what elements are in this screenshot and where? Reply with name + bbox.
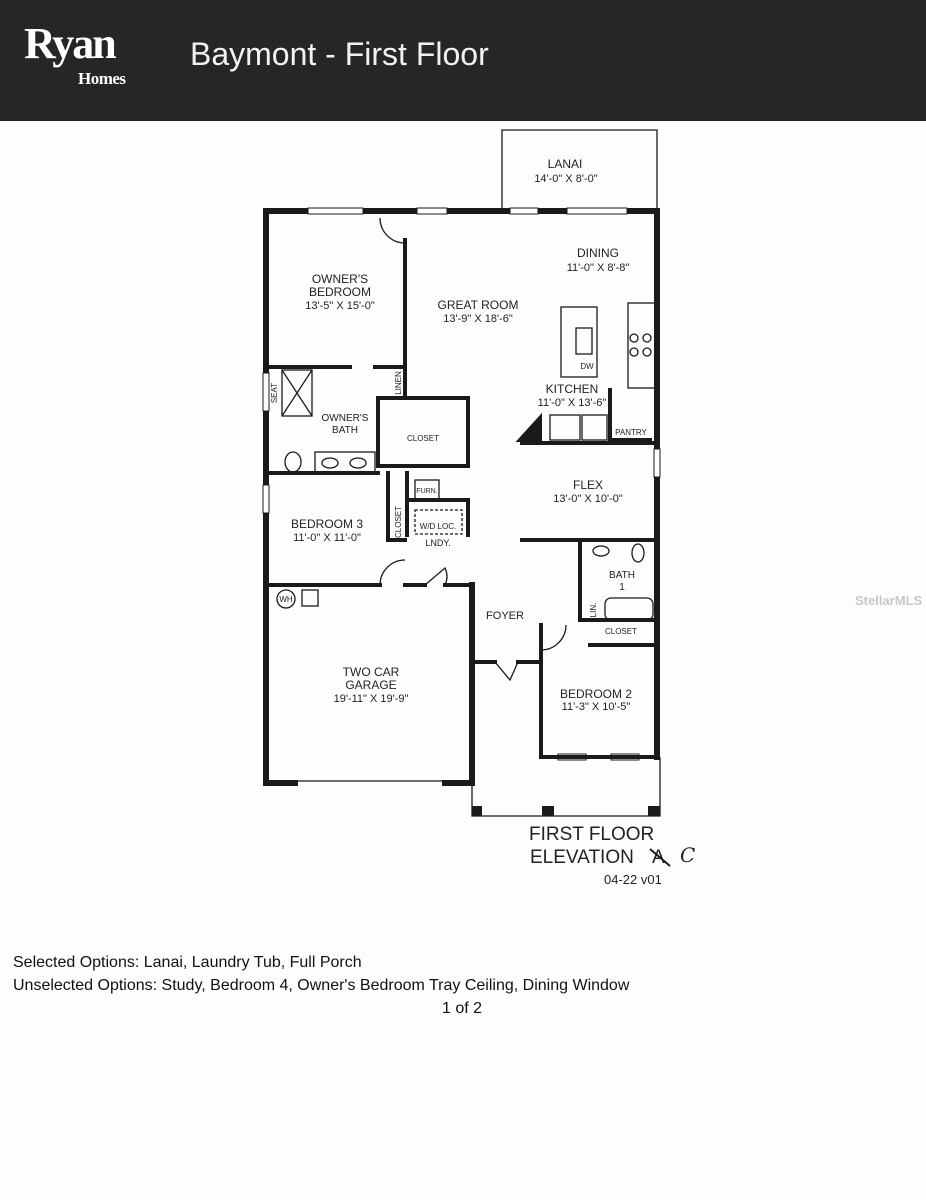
dining-label: DINING <box>577 246 619 260</box>
exterior-wall <box>263 208 660 760</box>
linen-label: LINEN <box>394 371 403 395</box>
linen-closet-label: LIN. <box>589 603 598 618</box>
header-bar: Ryan Homes Baymont - First Floor <box>0 0 926 121</box>
laundry-label: LNDY. <box>425 538 450 548</box>
bedroom2-closet-label: CLOSET <box>605 627 637 636</box>
garage-label: TWO CAR <box>343 665 400 679</box>
owners-bath-label-2: BATH <box>332 425 358 436</box>
bedroom3-label: BEDROOM 3 <box>291 517 363 531</box>
garage-label-2: GARAGE <box>345 678 396 692</box>
pantry-label: PANTRY <box>615 428 647 437</box>
garage-dims: 19'-11" X 19'-9" <box>334 693 409 705</box>
bedroom3-closet-label: CLOSET <box>394 506 403 538</box>
bath1-label: BATH <box>609 570 635 581</box>
lanai-dims: 14'-0" X 8'-0" <box>534 173 597 185</box>
great-room-label: GREAT ROOM <box>438 298 519 312</box>
lanai-outline <box>501 129 658 211</box>
fixtures <box>276 217 656 682</box>
water-heater-label: WH <box>279 595 293 604</box>
lanai-label: LANAI <box>548 157 583 171</box>
plan-version: 04-22 v01 <box>604 872 662 887</box>
strike-mark <box>649 848 671 867</box>
unselected-options: Unselected Options: Study, Bedroom 4, Ow… <box>13 977 630 994</box>
seat-label: SEAT <box>270 383 279 403</box>
brand-logo-subtitle: Homes <box>78 69 126 88</box>
dishwasher-label: DW <box>580 362 594 371</box>
bedroom3-dims: 11'-0" X 11'-0" <box>293 532 361 544</box>
kitchen-dims: 11'-0" X 13'-6" <box>538 397 607 409</box>
great-room-dims: 13'-9" X 18'-6" <box>443 313 513 325</box>
selected-options: Selected Options: Lanai, Laundry Tub, Fu… <box>13 954 362 971</box>
furnace-label: FURN. <box>416 488 437 495</box>
owners-bedroom-label-2: BEDROOM <box>309 285 371 299</box>
page-number: 1 of 2 <box>442 1000 483 1017</box>
porch-posts <box>472 806 660 816</box>
bath1-label-2: 1 <box>619 582 625 593</box>
foyer-label: FOYER <box>486 610 524 622</box>
handwritten-elevation-letter: C <box>680 843 695 867</box>
plan-caption-line2: ELEVATION <box>530 847 634 868</box>
dining-dims: 11'-0" X 8'-8" <box>567 262 630 274</box>
watermark: StellarMLS <box>855 593 923 608</box>
kitchen-label: KITCHEN <box>546 382 599 396</box>
bedroom2-dims: 11'-3" X 10'-5" <box>562 701 631 713</box>
porch-outline <box>471 757 661 817</box>
owners-closet-label: CLOSET <box>407 434 439 443</box>
plan-caption-line1: FIRST FLOOR <box>529 824 654 845</box>
page-title: Baymont - First Floor <box>190 36 489 72</box>
flex-label: FLEX <box>573 478 603 492</box>
washer-dryer-label: W/D LOC. <box>420 522 456 531</box>
brand-logo: Ryan <box>24 19 117 68</box>
flex-dims: 13'-0" X 10'-0" <box>553 493 623 505</box>
owners-bedroom-label: OWNER'S <box>312 272 368 286</box>
owners-bedroom-dims: 13'-5" X 15'-0" <box>305 300 375 312</box>
owners-bath-label: OWNER'S <box>322 413 369 424</box>
bedroom2-label: BEDROOM 2 <box>560 687 632 701</box>
